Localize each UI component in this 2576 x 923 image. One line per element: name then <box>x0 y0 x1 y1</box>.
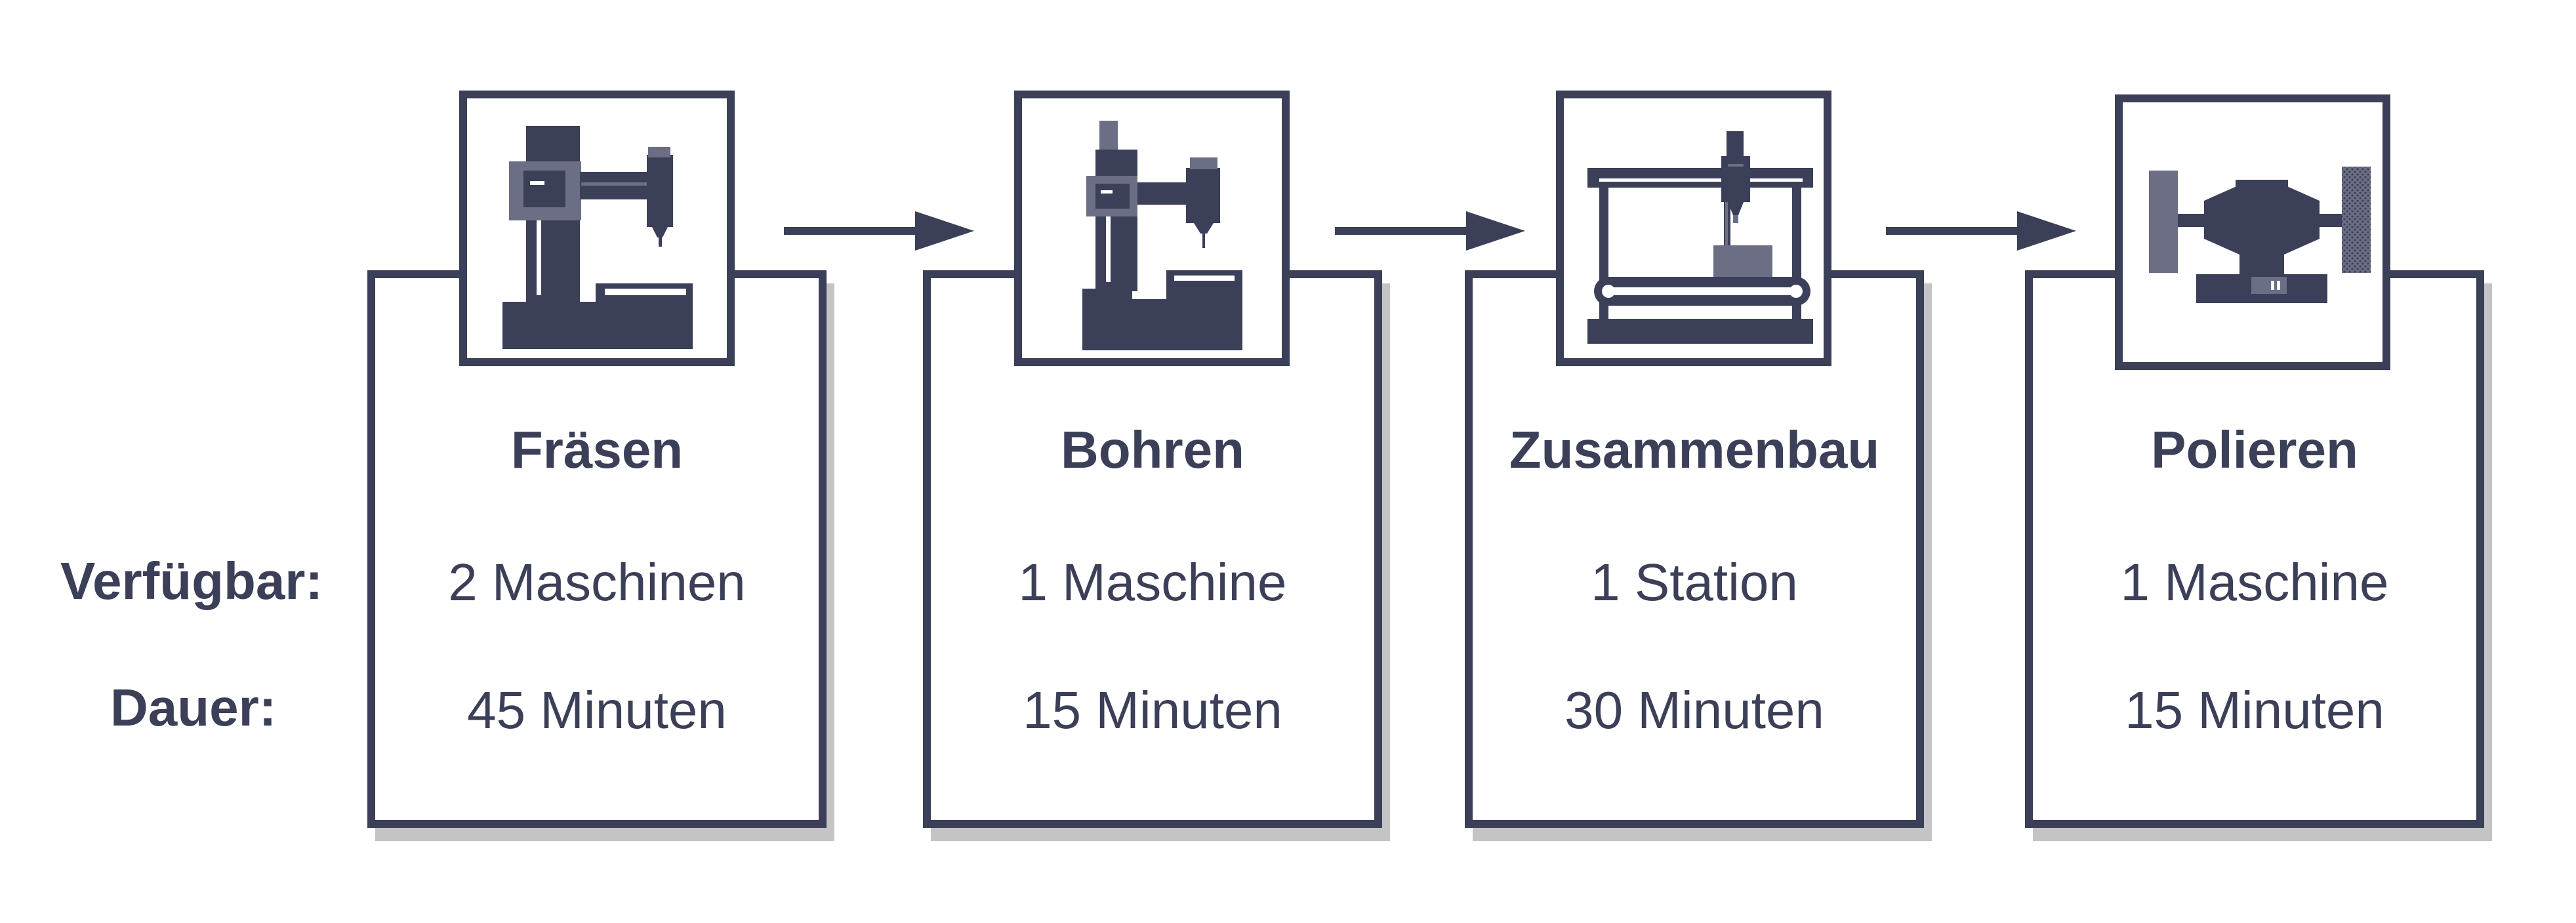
station-duration: 15 Minuten <box>2125 681 2384 739</box>
station-card-drilling: Bohren 1 Maschine 15 Minuten <box>923 270 1390 841</box>
available-row-label: Verfügbar: <box>60 552 323 610</box>
bench-polisher-icon <box>2149 167 2371 303</box>
flow-arrow-3 <box>1886 211 2076 251</box>
station-title: Bohren <box>1061 420 1244 479</box>
station-duration: 15 Minuten <box>1023 681 1282 739</box>
station-title: Fräsen <box>510 420 684 479</box>
milling-machine-icon <box>502 126 693 349</box>
flow-arrow-1 <box>784 211 974 251</box>
icon-frame-milling <box>459 91 735 366</box>
station-availability: 1 Maschine <box>1018 553 1287 611</box>
icon-frame-polishing <box>2115 94 2390 370</box>
station-availability: 2 Maschinen <box>448 553 746 611</box>
icon-frame-assembly <box>1556 91 1831 366</box>
icon-frame-drilling <box>1014 91 1290 366</box>
flow-arrow-2 <box>1335 211 1525 251</box>
station-duration: 45 Minuten <box>467 681 727 739</box>
station-title: Polieren <box>2151 420 2358 479</box>
station-availability: 1 Station <box>1591 553 1798 611</box>
station-duration: 30 Minuten <box>1564 681 1824 739</box>
assembly-station-icon <box>1587 131 1813 344</box>
station-card-assembly: Zusammenbau 1 Station 30 Minuten <box>1465 270 1932 841</box>
station-availability: 1 Maschine <box>2120 553 2389 611</box>
station-title: Zusammenbau <box>1509 420 1880 479</box>
drill-press-icon <box>1082 121 1242 350</box>
duration-row-label: Dauer: <box>110 678 277 737</box>
